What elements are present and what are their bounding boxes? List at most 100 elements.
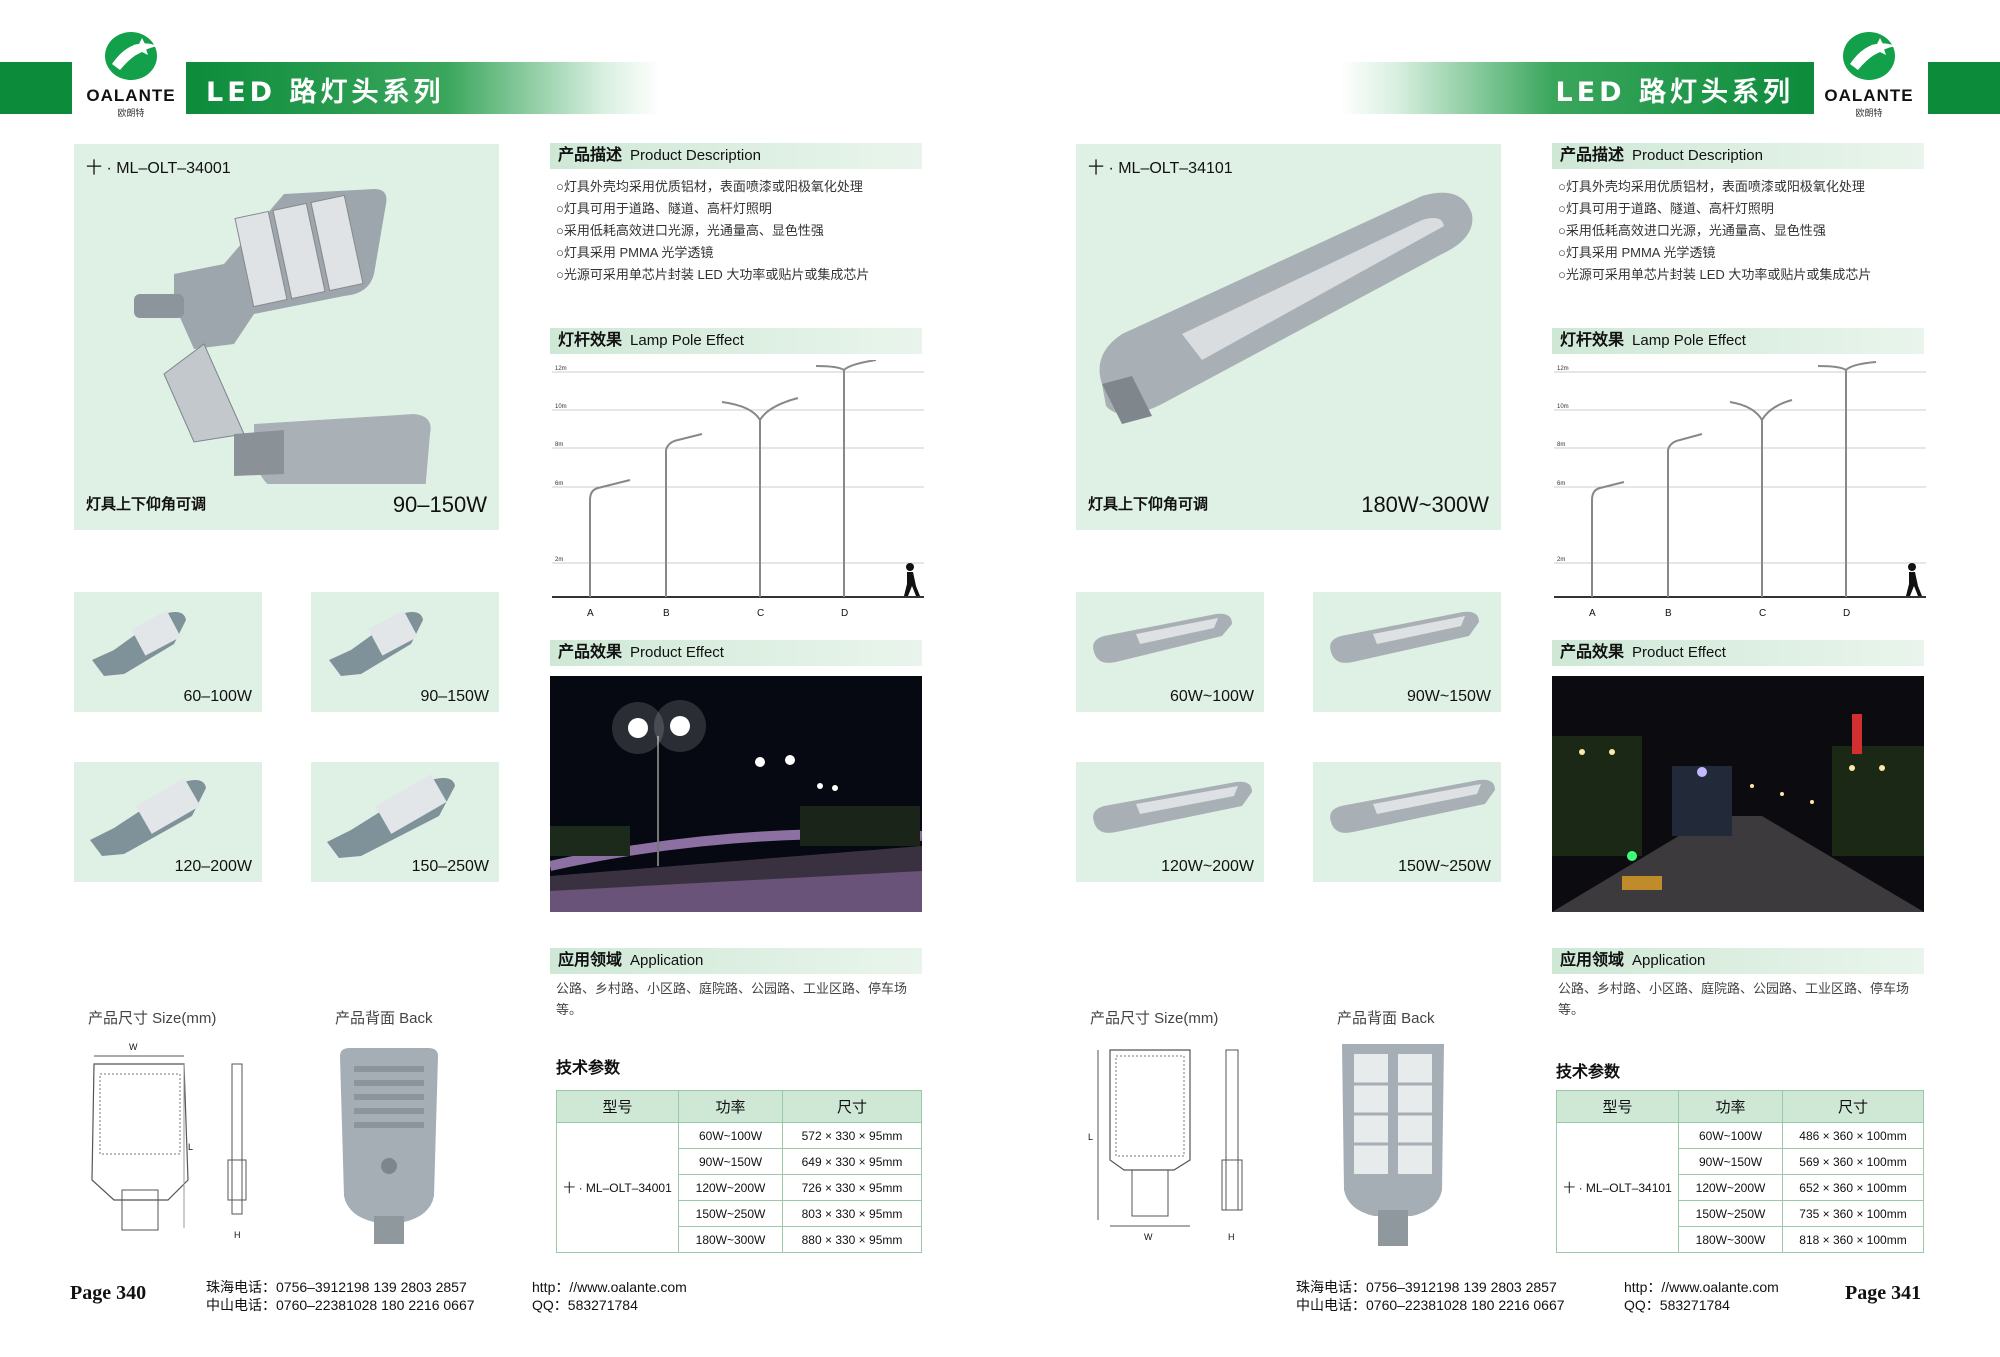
section-title-en: Lamp Pole Effect <box>1632 332 1746 349</box>
footer-contact: http：//www.oalante.com QQ：583271784 <box>532 1278 687 1314</box>
height-label: 10m <box>1557 404 1569 410</box>
table-header: 尺寸 <box>782 1090 922 1123</box>
spec-power: 60W~100W <box>678 1122 783 1149</box>
description-item: ○灯具采用 PMMA 光学透镜 <box>556 245 714 260</box>
back-title: 产品背面 Back <box>335 1010 433 1027</box>
variant-power: 60–100W <box>183 688 253 705</box>
variant-power: 90–150W <box>420 688 490 705</box>
table-header: 功率 <box>678 1090 783 1123</box>
footer-qq: QQ：583271784 <box>532 1297 638 1313</box>
height-label: 8m <box>555 442 563 448</box>
footer-website[interactable]: http：//www.oalante.com <box>1624 1279 1779 1295</box>
spec-power: 90W~150W <box>1678 1148 1783 1175</box>
height-label: 2m <box>555 557 563 563</box>
variant-card: 150–250W <box>311 762 499 882</box>
description-list: ○灯具外壳均采用优质铝材，表面喷漆或阳极氧化处理 ○灯具可用于道路、隧道、高杆灯… <box>1558 176 1871 286</box>
description-item: ○灯具采用 PMMA 光学透镜 <box>1558 245 1716 260</box>
main-product-panel: 十 · ML–OLT–34101 灯具上下仰角可调 180W~300W <box>1076 144 1501 530</box>
tech-params-title: 技术参数 <box>1556 1064 1621 1081</box>
variant-power: 120–200W <box>174 858 252 875</box>
power-range: 180W~300W <box>1361 492 1489 517</box>
spec-size: 803 × 330 × 95mm <box>782 1200 922 1227</box>
section-lamp-pole: 灯杆效果 Lamp Pole Effect <box>550 328 922 354</box>
tech-params-title: 技术参数 <box>556 1060 621 1077</box>
section-title-en: Product Description <box>630 147 761 164</box>
spec-power: 90W~150W <box>678 1148 783 1175</box>
description-item: ○采用低耗高效进口光源，光通量高、显色性强 <box>556 223 824 238</box>
height-label: 6m <box>555 481 563 487</box>
right-page: LED 路灯头系列 OALANTE 欧朗特 十 · ML–OLT–34101 灯… <box>1000 0 2000 1357</box>
description-list: ○灯具外壳均采用优质铝材，表面喷漆或阳极氧化处理 ○灯具可用于道路、隧道、高杆灯… <box>556 176 869 286</box>
header-bar <box>1928 62 2000 114</box>
footer-phones: 珠海电话：0756–3912198 139 2803 2857 中山电话：076… <box>1296 1278 1565 1314</box>
height-label: 2m <box>1557 557 1565 563</box>
section-title-cn: 应用领域 <box>1560 952 1625 969</box>
description-item: ○灯具可用于道路、隧道、高杆灯照明 <box>556 201 772 216</box>
variant-card: 60–100W <box>74 592 262 712</box>
dim-label-l: L <box>188 1142 193 1152</box>
description-item: ○光源可采用单芯片封装 LED 大功率或贴片或集成芯片 <box>1558 267 1872 282</box>
lamp-pole-diagram: 12m 10m 8m 6m 2m A B C D <box>552 360 924 619</box>
header-bar-gradient <box>186 62 660 114</box>
variant-card: 150W~250W <box>1313 762 1501 882</box>
height-label: 10m <box>555 404 567 410</box>
brand-logo: OALANTE 欧朗特 <box>76 26 186 118</box>
left-page: LED 路灯头系列 OALANTE 欧朗特 十 · ML–OLT–34001 灯… <box>0 26 924 1314</box>
header-bar <box>0 62 72 114</box>
height-label: 6m <box>1557 481 1565 487</box>
description-item: ○采用低耗高效进口光源，光通量高、显色性强 <box>1558 223 1826 238</box>
footer-phone-zhongshan: 中山电话：0760–22381028 180 2216 0667 <box>1296 1297 1565 1313</box>
spec-size: 572 × 330 × 95mm <box>782 1122 922 1149</box>
footer-phones: 珠海电话：0756–3912198 139 2803 2857 中山电话：076… <box>206 1278 475 1314</box>
spec-size: 726 × 330 × 95mm <box>782 1174 922 1201</box>
description-item: ○灯具外壳均采用优质铝材，表面喷漆或阳极氧化处理 <box>556 179 863 194</box>
section-title-en: Lamp Pole Effect <box>630 332 744 349</box>
spec-size: 652 × 360 × 100mm <box>1782 1174 1924 1201</box>
description-item: ○光源可采用单芯片封装 LED 大功率或贴片或集成芯片 <box>556 267 870 282</box>
application-text: 公路、乡村路、小区路、庭院路、公园路、工业区路、停车场等。 <box>556 981 908 1017</box>
table-header: 型号 <box>1556 1090 1679 1123</box>
adjustable-angle-note: 灯具上下仰角可调 <box>1088 496 1209 513</box>
section-title-cn: 灯杆效果 <box>558 332 623 349</box>
spec-model: 十 · ML–OLT–34001 <box>556 1122 679 1253</box>
section-title-cn: 产品效果 <box>1560 644 1625 661</box>
spec-size: 649 × 330 × 95mm <box>782 1148 922 1175</box>
product-effect-photo <box>550 676 922 912</box>
variant-power: 150W~250W <box>1398 858 1491 875</box>
header-title: LED 路灯头系列 <box>1555 77 1794 108</box>
pole-label: B <box>663 608 670 619</box>
size-title: 产品尺寸 Size(mm) <box>1090 1010 1219 1027</box>
header-title: LED 路灯头系列 <box>206 77 445 108</box>
logo-leaf-icon <box>1843 32 1896 80</box>
logo-text: OALANTE <box>1824 86 1914 105</box>
page-number: Page 340 <box>70 1282 147 1304</box>
pedestrian-icon <box>1906 563 1922 596</box>
lamp-pole-diagram: 12m 10m 8m 6m 2m A B C D <box>1554 361 1926 619</box>
size-drawing: L W H <box>1088 1049 1243 1242</box>
pole-label: D <box>1843 608 1850 619</box>
logo-subtext: 欧朗特 <box>117 108 145 118</box>
spec-size: 818 × 360 × 100mm <box>1782 1226 1924 1253</box>
variant-card: 120W~200W <box>1076 762 1264 882</box>
pole-label: A <box>587 608 594 619</box>
variant-card: 120–200W <box>74 762 262 882</box>
streetlight-image <box>134 189 431 484</box>
description-item: ○灯具可用于道路、隧道、高杆灯照明 <box>1558 201 1774 216</box>
back-view-image <box>1342 1044 1444 1246</box>
pole-label: C <box>757 608 764 619</box>
adjustable-angle-note: 灯具上下仰角可调 <box>86 496 207 513</box>
spec-table: 型号 功率 尺寸 十 · ML–OLT–34101 60W~100W 486 ×… <box>1556 1090 1924 1253</box>
spec-power: 150W~250W <box>678 1200 783 1227</box>
pole-label: A <box>1589 608 1596 619</box>
height-label: 8m <box>1557 442 1565 448</box>
footer-website[interactable]: http：//www.oalante.com <box>532 1279 687 1295</box>
